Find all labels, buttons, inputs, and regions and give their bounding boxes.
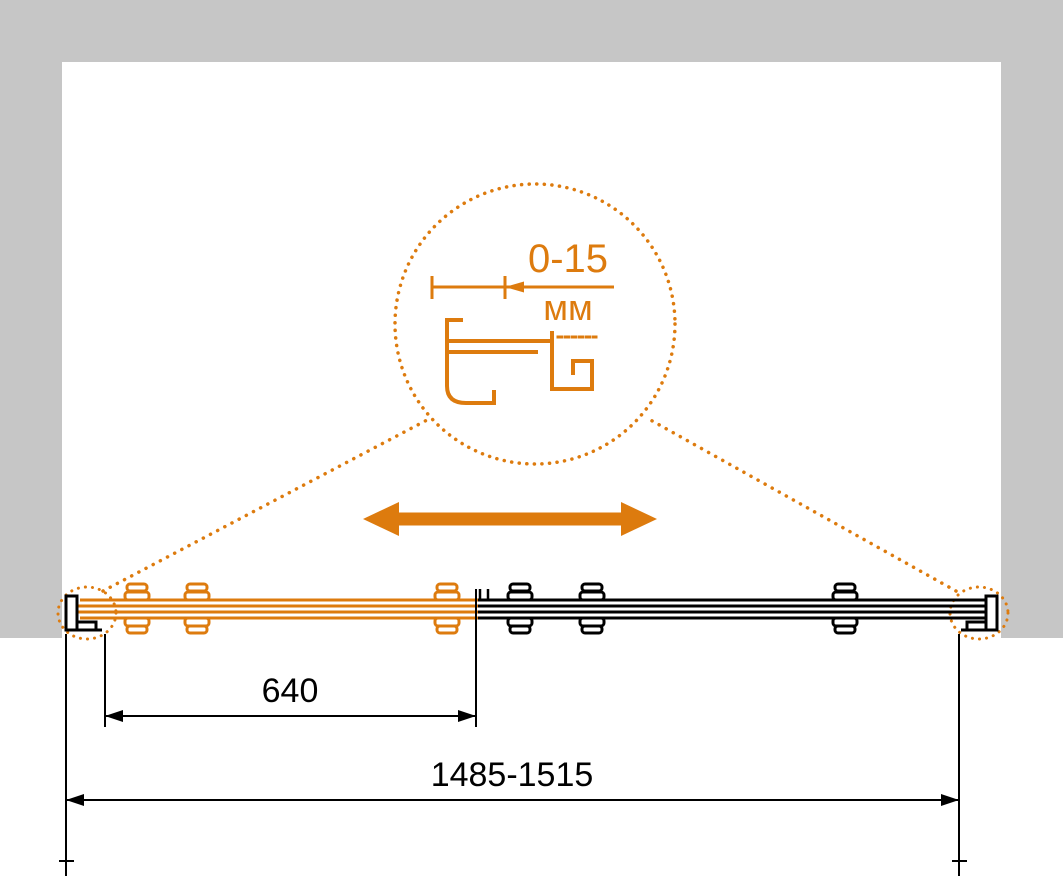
wall-background: [0, 0, 1063, 638]
profile-rail-lines: [445, 339, 554, 354]
sliding-panel-rails: [72, 598, 478, 620]
gap-dimension: [430, 276, 614, 299]
dimension-overall-width: 1485-1515: [59, 634, 967, 876]
panel-width-value: 640: [262, 672, 319, 710]
gap-range-label: 0-15: [528, 237, 608, 281]
fixed-panel-rails: [478, 598, 986, 620]
wall-profile-right-body: [984, 594, 999, 632]
dimension-arrowhead-left: [105, 710, 123, 722]
roller-icon: [506, 582, 534, 635]
gap-unit-label: мм: [543, 287, 593, 328]
wall-left: [0, 62, 62, 638]
profile-cross-section: [445, 318, 598, 405]
fixed-panel-black: [478, 582, 986, 635]
wall-profile-right: [961, 594, 999, 632]
sliding-panel-orange: [72, 582, 478, 635]
profile-hook: [550, 331, 594, 391]
roller-icon: [831, 582, 859, 635]
slide-direction-arrow-icon: [363, 502, 657, 536]
roller-icon: [578, 582, 606, 635]
wall-profile-left-foot: [77, 620, 102, 632]
roller-icon: [183, 582, 211, 635]
profile-wall-channel: [445, 318, 496, 405]
slide-arrow-head-right: [621, 502, 657, 536]
callout-line-left: [101, 418, 429, 593]
overall-width-value: 1485-1515: [431, 756, 594, 794]
door-assembly: [64, 582, 999, 635]
dimension-panel-width: 640: [104, 589, 477, 727]
roller-icon: [123, 582, 151, 635]
wall-profile-left-body: [64, 594, 79, 632]
wall-right: [1001, 62, 1063, 638]
detail-callout-circle-icon: [393, 182, 677, 466]
gap-dimension-arrowhead: [505, 281, 524, 293]
wall-profile-right-foot: [961, 620, 986, 632]
detail-callout: 0-15 мм: [393, 182, 677, 466]
callout-line-right: [645, 416, 958, 593]
dimension-arrowhead-left: [66, 794, 84, 806]
wall-top: [0, 0, 1063, 62]
slide-arrow-head-left: [363, 502, 399, 536]
dimension-arrowhead-right: [458, 710, 476, 722]
dimension-arrowhead-right: [941, 794, 959, 806]
roller-icon: [433, 582, 461, 635]
wall-profile-left: [64, 594, 102, 632]
